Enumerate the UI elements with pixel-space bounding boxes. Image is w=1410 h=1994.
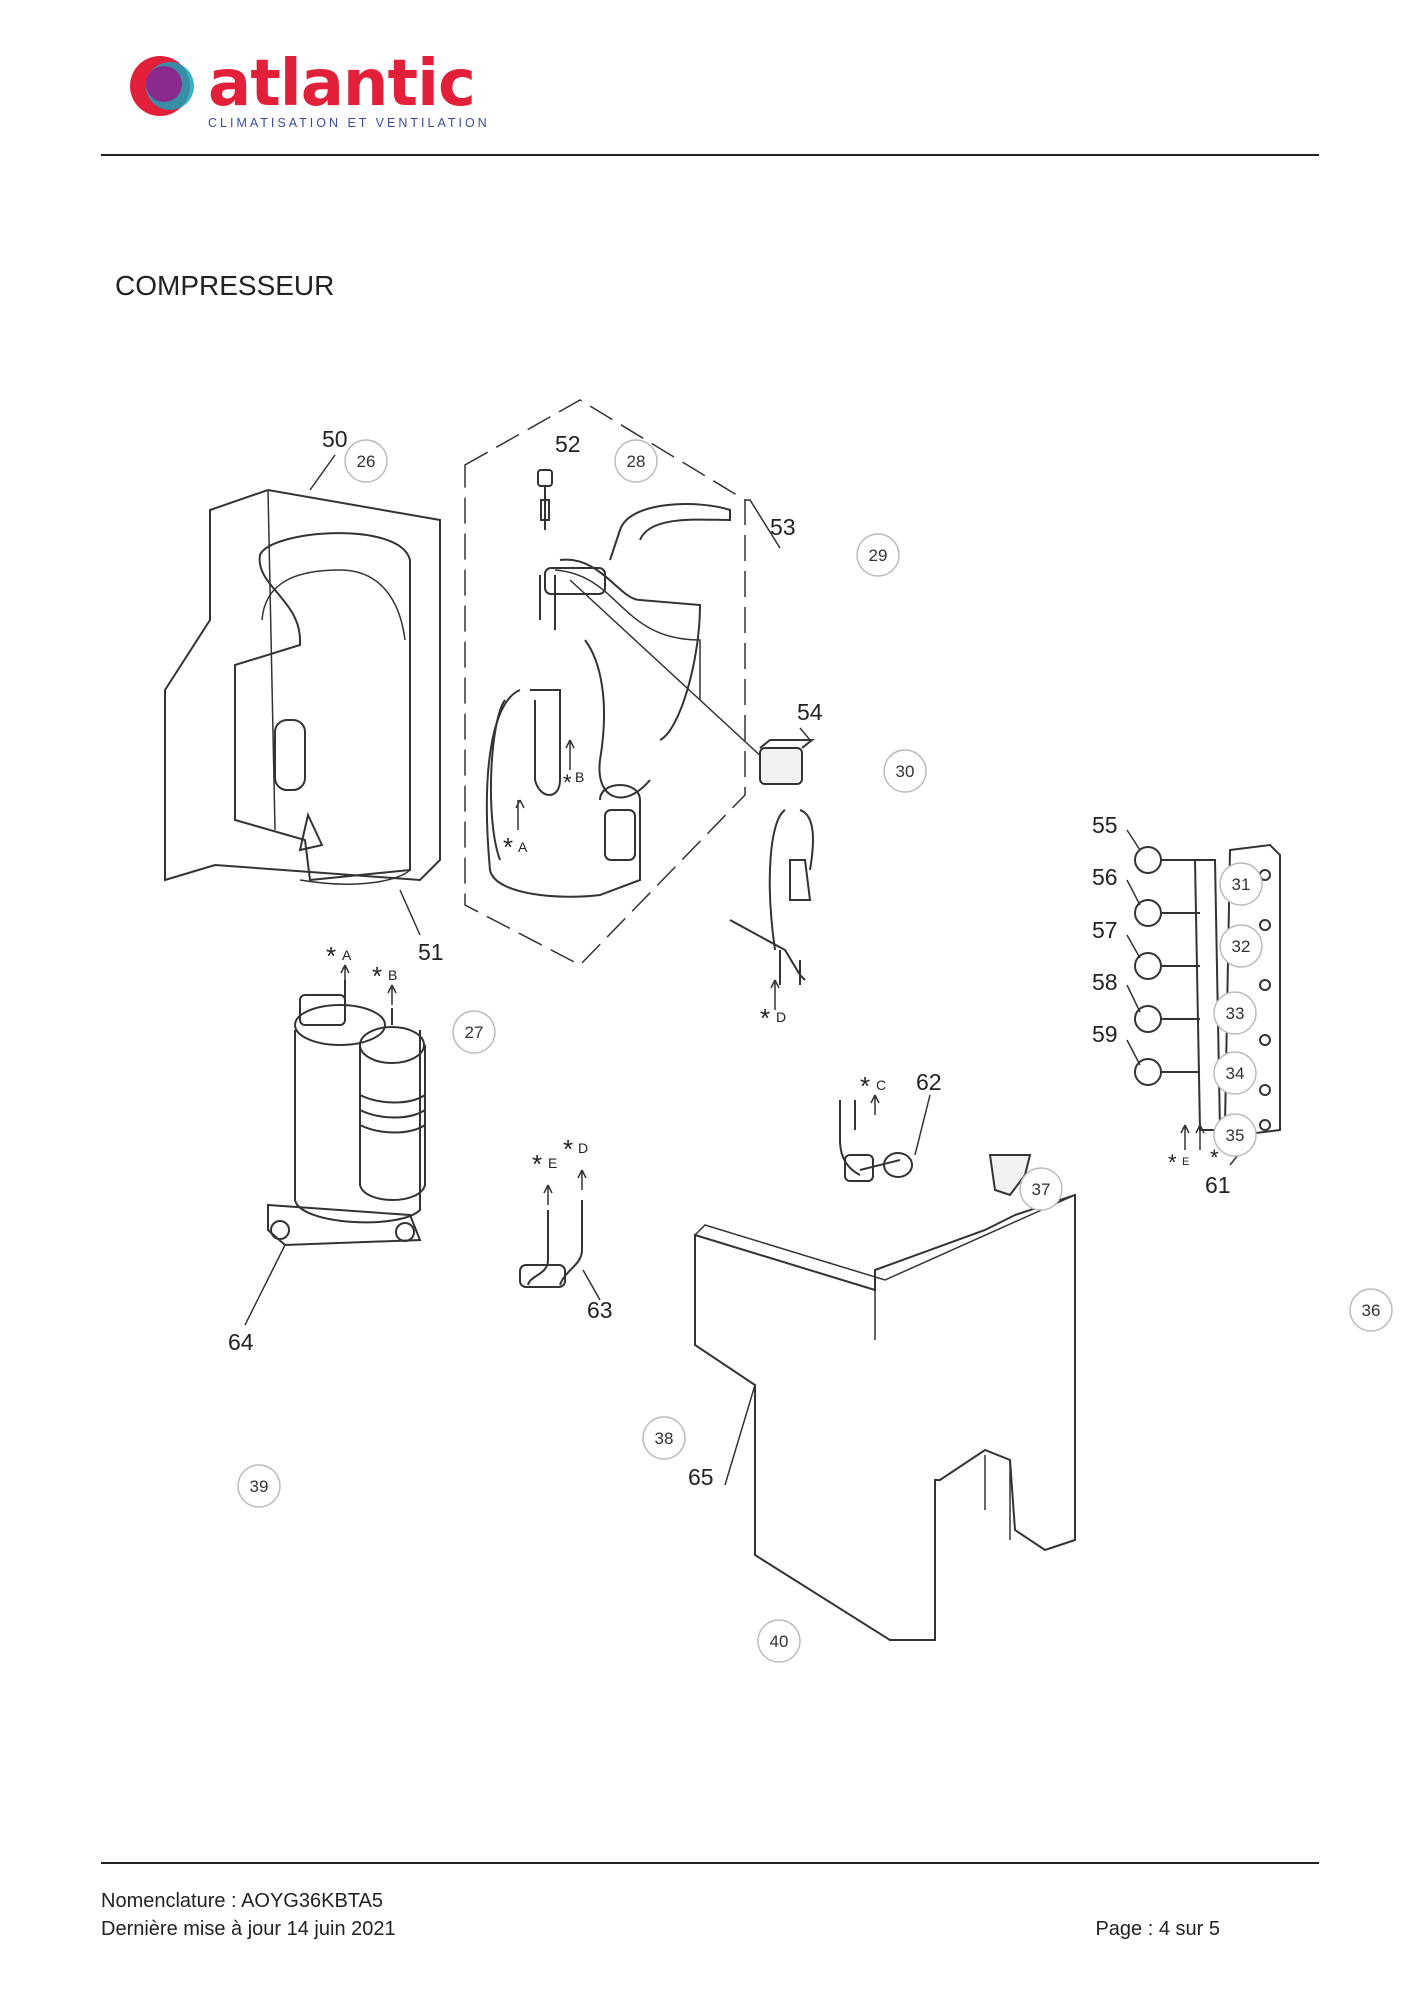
callout-34: 34 — [1213, 1051, 1257, 1095]
callout-39: 39 — [237, 1464, 281, 1508]
brand-logo: atlantic CLIMATISATION ET VENTILATION — [120, 44, 500, 134]
footer-page-number: Page : 4 sur 5 — [1095, 1918, 1220, 1940]
leader-lines — [309, 454, 811, 936]
marker-d: D — [776, 1009, 786, 1025]
part-label: 50 — [322, 426, 348, 452]
callout-label: 33 — [1226, 1004, 1245, 1023]
callout-38: 38 — [642, 1416, 686, 1460]
marker-star: * — [860, 1071, 870, 1101]
callout-label: 39 — [250, 1477, 269, 1496]
header-divider — [101, 154, 1319, 156]
marker-star: * — [326, 941, 336, 971]
page-title: COMPRESSEUR — [115, 270, 335, 301]
marker-a: A — [518, 839, 528, 855]
callout-label: 31 — [1232, 875, 1251, 894]
brand-wordmark: atlantic — [208, 47, 476, 121]
callout-28: 28 — [614, 439, 658, 483]
part-label: 54 — [797, 699, 823, 725]
callout-label: 37 — [1032, 1180, 1051, 1199]
part-label: 65 — [688, 1464, 714, 1490]
callout-label: 27 — [465, 1023, 484, 1042]
callout-label: 30 — [896, 762, 915, 781]
part-label: 61 — [1205, 1172, 1231, 1198]
callout-26: 26 — [344, 439, 388, 483]
marker-star: * — [372, 961, 382, 991]
callout-27: 27 — [452, 1010, 496, 1054]
callout-37: 37 — [1019, 1167, 1063, 1211]
pipe-assembly-group — [464, 399, 766, 966]
part-label: 57 — [1092, 917, 1118, 943]
marker-b: B — [388, 967, 397, 983]
part-label: 52 — [555, 431, 581, 457]
part-label: 51 — [418, 939, 444, 965]
callout-label: 32 — [1232, 937, 1251, 956]
callout-31: 31 — [1219, 862, 1263, 906]
marker-a: A — [342, 947, 352, 963]
valve-pipe — [729, 809, 814, 1010]
part-label: 59 — [1092, 1021, 1118, 1047]
marker-c: C — [876, 1077, 886, 1093]
marker-star: * — [563, 770, 572, 795]
callout-30: 30 — [883, 749, 927, 793]
footer-nomenclature: Nomenclature : AOYG36KBTA5 — [101, 1890, 383, 1912]
marker-star: * — [1210, 1145, 1219, 1170]
marker-b: B — [575, 769, 584, 785]
marker-star: * — [503, 832, 513, 862]
part-label: 56 — [1092, 864, 1118, 890]
cover-panel — [694, 1154, 1076, 1641]
callout-33: 33 — [1213, 991, 1257, 1035]
callout-36: 36 — [1349, 1288, 1393, 1332]
callout-label: 36 — [1362, 1301, 1381, 1320]
marker-star: * — [532, 1149, 542, 1179]
pipe-63 — [519, 1169, 601, 1301]
part-label: 62 — [916, 1069, 942, 1095]
part-label: 53 — [770, 514, 796, 540]
callout-label: 26 — [357, 452, 376, 471]
callout-40: 40 — [757, 1619, 801, 1663]
callout-label: 29 — [869, 546, 888, 565]
marker-star: * — [760, 1003, 770, 1033]
part-label: 55 — [1092, 812, 1118, 838]
callout-label: 38 — [655, 1429, 674, 1448]
callout-label: 28 — [627, 452, 646, 471]
callout-label: 34 — [1226, 1064, 1245, 1083]
marker-e: E — [548, 1155, 557, 1171]
compressor — [244, 964, 426, 1326]
solenoid-coil — [759, 739, 815, 785]
footer-divider — [101, 1862, 1319, 1864]
pipe-62 — [839, 1094, 931, 1182]
callout-35: 35 — [1213, 1113, 1257, 1157]
callout-29: 29 — [856, 533, 900, 577]
footer-updated: Dernière mise à jour 14 juin 2021 — [101, 1918, 396, 1940]
marker-e: E — [1182, 1156, 1189, 1168]
insulation-panel — [164, 488, 441, 885]
logo-mark-icon — [130, 56, 194, 116]
part-label: 64 — [228, 1329, 254, 1355]
callout-circles: 26 27 28 29 30 31 32 33 34 35 36 37 38 3… — [237, 439, 1393, 1663]
marker-star: * — [1168, 1150, 1177, 1175]
part-label: 58 — [1092, 969, 1118, 995]
connection-markers: * A * B * D * A * B * E * D * C * E * — [326, 769, 1219, 1179]
marker-star: * — [563, 1134, 573, 1164]
part-number-labels: 50 51 52 53 54 55 56 57 58 59 61 62 63 6… — [228, 426, 1231, 1490]
callout-label: 40 — [770, 1632, 789, 1651]
sensor-part — [537, 469, 553, 530]
brand-tagline: CLIMATISATION ET VENTILATION — [208, 116, 490, 130]
callout-32: 32 — [1219, 924, 1263, 968]
callout-label: 35 — [1226, 1126, 1245, 1145]
part-label: 63 — [587, 1297, 613, 1323]
marker-d: D — [578, 1140, 588, 1156]
